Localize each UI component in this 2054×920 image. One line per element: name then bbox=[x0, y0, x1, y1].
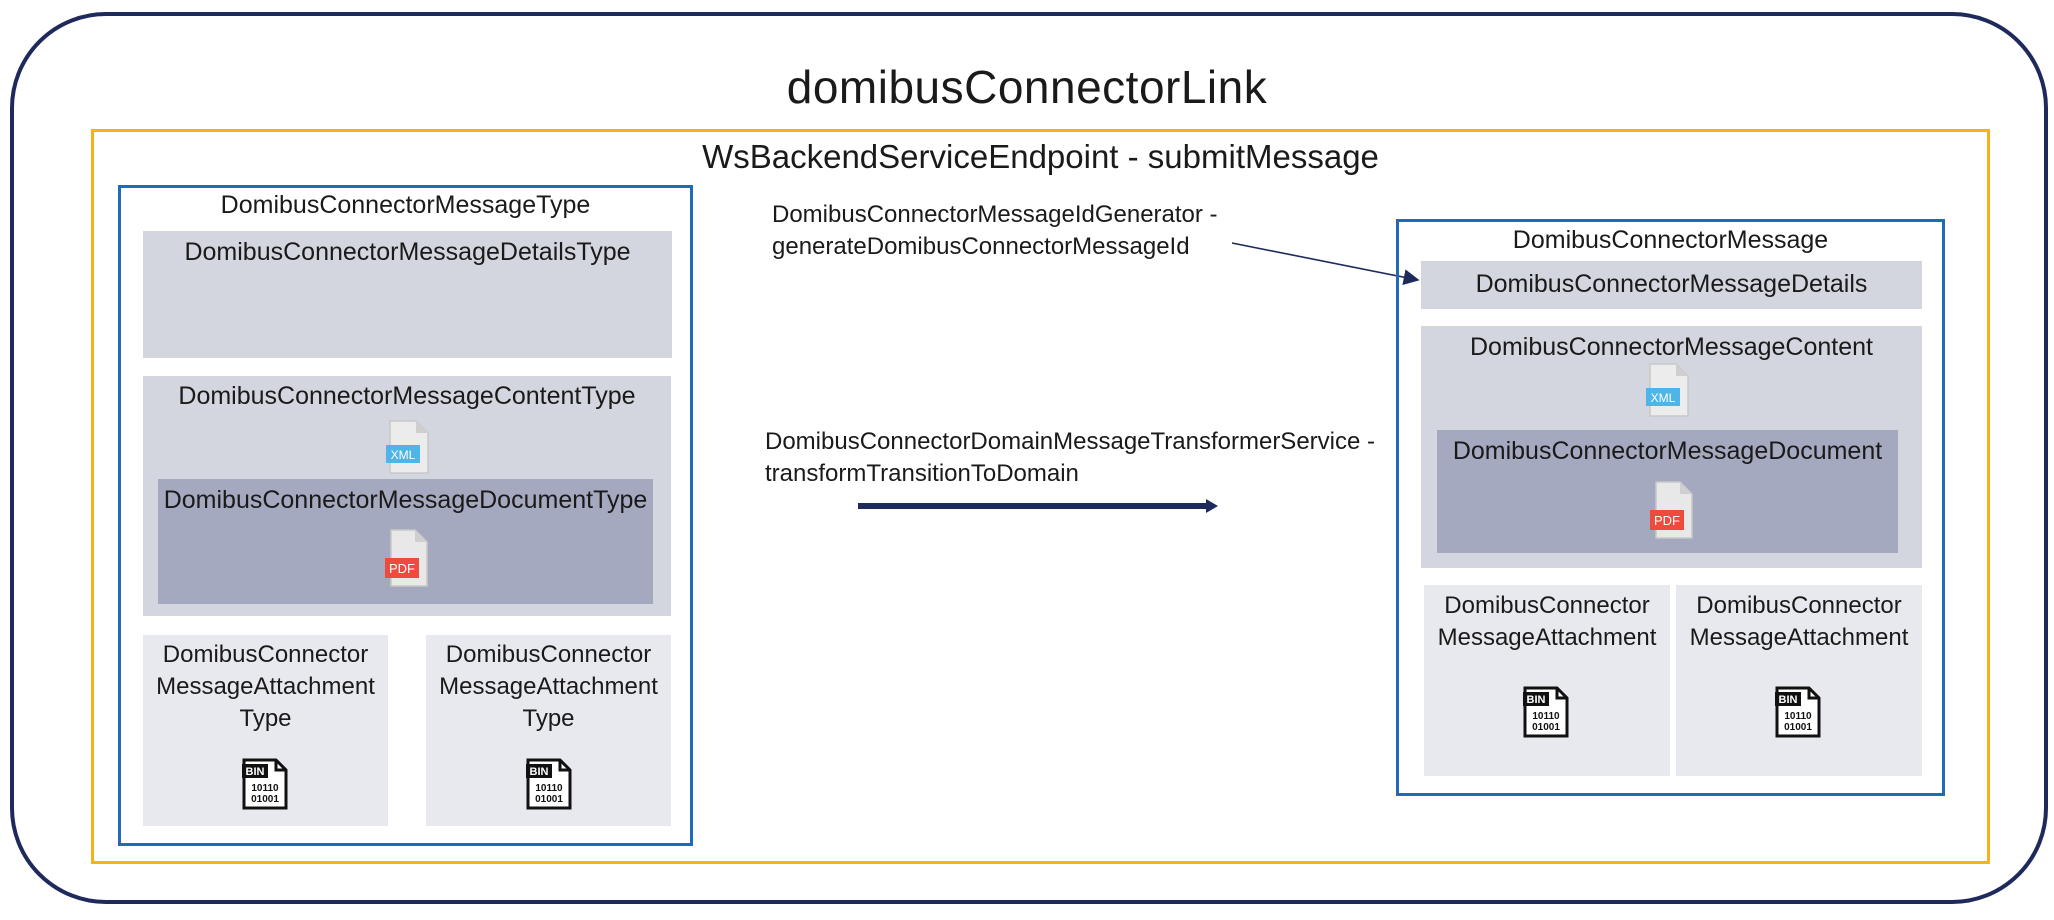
attachment-type-line: Type bbox=[522, 705, 575, 732]
binary-file-icon: BIN 10110 01001 bbox=[1775, 686, 1821, 738]
endpoint-frame bbox=[91, 129, 1990, 864]
transform-arrow bbox=[858, 499, 1218, 513]
message-details-label: DomibusConnectorMessageDetails bbox=[1475, 270, 1868, 298]
bin-line-1: 10110 bbox=[1784, 711, 1812, 722]
xml-file-icon: XML bbox=[1646, 363, 1689, 417]
attachment-type-line: MessageAttachment bbox=[156, 673, 375, 700]
transformer-service-label: DomibusConnectorDomainMessageTransformer… bbox=[765, 426, 1375, 490]
attachment-type-line: DomibusConnector bbox=[445, 641, 652, 668]
attachment-line: DomibusConnector bbox=[1444, 592, 1650, 619]
xml-badge-text: XML bbox=[391, 448, 416, 462]
bin-badge-text: BIN bbox=[530, 766, 549, 778]
message-document-label: DomibusConnectorMessageDocument bbox=[1452, 437, 1883, 465]
bin-line-2: 01001 bbox=[251, 794, 279, 805]
attachment-line: MessageAttachment bbox=[1689, 624, 1909, 651]
attachment-line: MessageAttachment bbox=[1437, 624, 1657, 651]
bin-line-2: 01001 bbox=[1784, 722, 1812, 733]
message-document-type-label: DomibusConnectorMessageDocumentType bbox=[163, 486, 648, 514]
attachment-type-line: MessageAttachment bbox=[439, 673, 658, 700]
message-box bbox=[1396, 219, 1945, 796]
endpoint-title: WsBackendServiceEndpoint - submitMessage bbox=[702, 138, 1379, 175]
binary-file-icon: BIN 10110 01001 bbox=[242, 758, 288, 810]
xml-badge-text: XML bbox=[1651, 391, 1676, 405]
message-type-title: DomibusConnectorMessageType bbox=[220, 191, 591, 219]
message-details-type-box bbox=[143, 231, 672, 358]
attachment-label-1: DomibusConnector MessageAttachment bbox=[1424, 590, 1670, 654]
attachment-type-line: DomibusConnector bbox=[162, 641, 369, 668]
bin-line-2: 01001 bbox=[1532, 722, 1560, 733]
bin-line-1: 10110 bbox=[535, 783, 563, 794]
message-type-box bbox=[118, 185, 693, 846]
bin-line-2: 01001 bbox=[535, 794, 563, 805]
id-generator-service-label: DomibusConnectorMessageIdGenerator - gen… bbox=[772, 199, 1218, 263]
bin-badge-text: BIN bbox=[246, 766, 265, 778]
attachment-label-2: DomibusConnector MessageAttachment bbox=[1676, 590, 1922, 654]
id-generator-class: DomibusConnectorMessageIdGenerator - bbox=[772, 201, 1218, 228]
bin-badge-text: BIN bbox=[1527, 694, 1546, 706]
attachment-box-1 bbox=[1424, 585, 1670, 776]
bin-badge-text: BIN bbox=[1779, 694, 1798, 706]
message-content-type-label: DomibusConnectorMessageContentType bbox=[178, 382, 636, 410]
id-generator-arrow bbox=[1231, 242, 1420, 286]
bin-line-1: 10110 bbox=[1532, 711, 1560, 722]
xml-file-icon: XML bbox=[386, 420, 429, 474]
transformer-class: DomibusConnectorDomainMessageTransformer… bbox=[765, 428, 1375, 455]
id-generator-method: generateDomibusConnectorMessageId bbox=[772, 233, 1190, 260]
message-title: DomibusConnectorMessage bbox=[1512, 226, 1829, 254]
bin-line-1: 10110 bbox=[251, 783, 279, 794]
diagram-title: domibusConnectorLink bbox=[786, 61, 1268, 113]
binary-file-icon: BIN 10110 01001 bbox=[526, 758, 572, 810]
pdf-badge-text: PDF bbox=[389, 561, 415, 576]
attachment-line: DomibusConnector bbox=[1696, 592, 1902, 619]
transformer-method: transformTransitionToDomain bbox=[765, 460, 1079, 487]
message-details-box bbox=[1421, 261, 1922, 309]
attachment-type-line: Type bbox=[239, 705, 292, 732]
pdf-file-icon: PDF bbox=[1650, 481, 1693, 539]
binary-file-icon: BIN 10110 01001 bbox=[1523, 686, 1569, 738]
pdf-badge-text: PDF bbox=[1654, 513, 1680, 528]
attachment-type-label-2: DomibusConnector MessageAttachment Type bbox=[426, 639, 671, 735]
message-content-label: DomibusConnectorMessageContent bbox=[1470, 333, 1873, 361]
attachment-type-label-1: DomibusConnector MessageAttachment Type bbox=[143, 639, 388, 735]
message-details-type-label: DomibusConnectorMessageDetailsType bbox=[184, 238, 631, 266]
pdf-file-icon: PDF bbox=[385, 529, 428, 587]
attachment-box-2 bbox=[1676, 585, 1922, 776]
connector-link-container bbox=[10, 12, 2048, 904]
